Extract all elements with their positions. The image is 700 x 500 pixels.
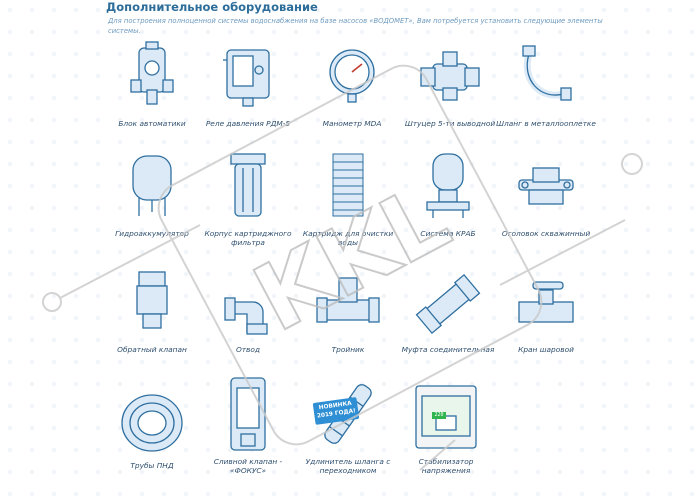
item-label: Гидроаккумулятор bbox=[115, 229, 189, 238]
water-cartridge-icon bbox=[332, 153, 364, 217]
item-label: Муфта соединительная bbox=[401, 345, 495, 354]
item-pressure-relay[interactable]: Реле давления РДМ-5 bbox=[198, 40, 298, 128]
automation-block-icon bbox=[130, 41, 174, 105]
item-drain-valve[interactable]: Сливной клапан - «ФОКУС» bbox=[198, 374, 298, 475]
manometer-icon bbox=[329, 49, 375, 103]
item-ball-valve[interactable]: Кран шаровой bbox=[496, 266, 596, 354]
item-braided-hose[interactable]: Шланг в металлооплетке bbox=[496, 40, 596, 128]
coupling-icon bbox=[415, 273, 481, 335]
page-title: Дополнительное оборудование bbox=[106, 0, 318, 14]
item-automation-block[interactable]: Блок автоматики bbox=[102, 40, 202, 128]
ball-valve-icon bbox=[518, 281, 574, 323]
item-label: Стабилизатор напряжения bbox=[418, 457, 474, 475]
item-manometer[interactable]: Манометр MDA bbox=[302, 40, 402, 128]
item-five-way-fitting[interactable]: Штуцер 5-ти выводной bbox=[400, 40, 500, 128]
item-pipe-coil[interactable]: Трубы ПНД bbox=[102, 388, 202, 470]
item-hydro-accumulator[interactable]: Гидроаккумулятор bbox=[102, 150, 202, 238]
item-label: Удлинитель шланга с переходником bbox=[305, 457, 391, 475]
well-head-icon bbox=[518, 167, 574, 205]
item-label: Картридж для очистки воды bbox=[302, 229, 394, 247]
item-label: Сливной клапан - «ФОКУС» bbox=[213, 457, 283, 475]
item-label: Корпус картриджного фильтра bbox=[204, 229, 292, 247]
intro-text: Для построения полноценной системы водос… bbox=[108, 17, 603, 35]
voltage-stabilizer-icon bbox=[415, 385, 477, 449]
hydro-accumulator-icon bbox=[132, 155, 172, 216]
braided-hose-icon bbox=[522, 45, 572, 101]
item-label: Блок автоматики bbox=[118, 119, 186, 128]
item-label: Оголовок скважинный bbox=[501, 229, 591, 238]
five-way-fitting-icon bbox=[420, 51, 480, 101]
item-label: Шланг в металлооплетке bbox=[496, 119, 596, 128]
item-cartridge-filter-housing[interactable]: Корпус картриджного фильтра bbox=[198, 150, 298, 247]
cartridge-filter-housing-icon bbox=[230, 153, 266, 217]
item-tee[interactable]: Тройник bbox=[298, 266, 398, 354]
item-label: Кран шаровой bbox=[518, 345, 574, 354]
item-well-head[interactable]: Оголовок скважинный bbox=[496, 150, 596, 238]
item-label: Тройник bbox=[331, 345, 365, 354]
item-label: Манометр MDA bbox=[322, 119, 382, 128]
item-hose-extender[interactable]: Удлинитель шланга с переходником bbox=[298, 374, 398, 475]
item-elbow[interactable]: Отвод bbox=[198, 266, 298, 354]
item-label: Отвод bbox=[235, 345, 261, 354]
item-coupling[interactable]: Муфта соединительная bbox=[398, 266, 498, 354]
item-label: Обратный клапан bbox=[117, 345, 187, 354]
pressure-relay-icon bbox=[223, 49, 270, 107]
item-label: Штуцер 5-ти выводной bbox=[404, 119, 496, 128]
elbow-icon bbox=[224, 297, 268, 335]
pipe-coil-icon bbox=[121, 394, 183, 452]
item-label: Трубы ПНД bbox=[130, 461, 174, 470]
item-water-cartridge[interactable]: Картридж для очистки воды bbox=[298, 150, 398, 247]
tee-icon bbox=[316, 277, 380, 323]
krab-system-icon bbox=[426, 153, 470, 218]
item-label: Реле давления РДМ-5 bbox=[205, 119, 291, 128]
item-krab-system[interactable]: Система КРАБ bbox=[398, 150, 498, 238]
item-label: Система КРАБ bbox=[420, 229, 476, 238]
check-valve-icon bbox=[136, 271, 168, 329]
item-check-valve[interactable]: Обратный клапан bbox=[102, 266, 202, 354]
stabilizer-display: 220 bbox=[432, 412, 446, 419]
item-voltage-stabilizer[interactable]: Стабилизатор напряжения bbox=[396, 380, 496, 475]
drain-valve-icon bbox=[230, 377, 266, 451]
